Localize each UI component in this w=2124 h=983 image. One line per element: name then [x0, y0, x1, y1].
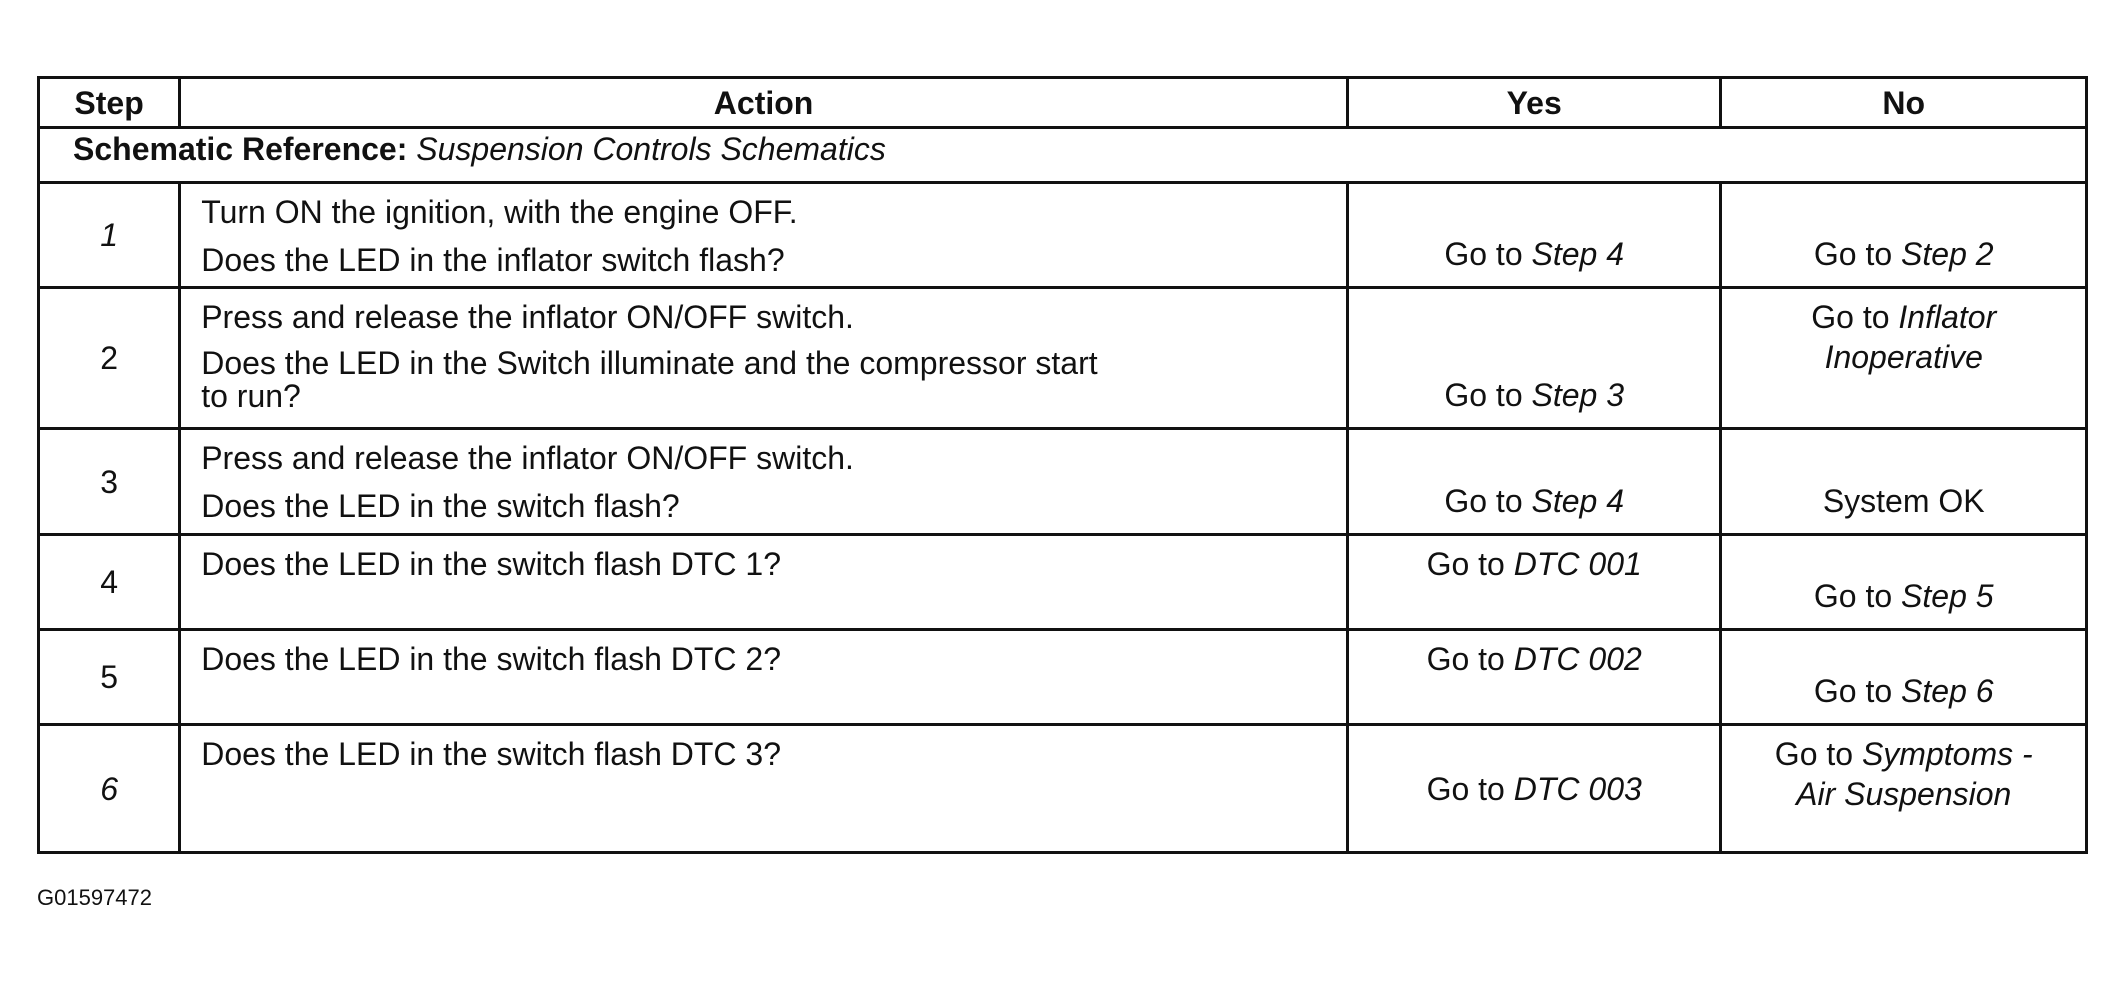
step-number-text: 1 — [100, 217, 118, 253]
schematic-reference-label: Schematic Reference: — [73, 131, 408, 167]
yes-target[interactable]: Step 4 — [1531, 483, 1625, 519]
table-row: 6 Does the LED in the switch flash DTC 3… — [36, 723, 2088, 854]
action-text: Press and release the inflator ON/OFF sw… — [201, 440, 854, 476]
no-cell: Go to Inflator Inoperative — [1719, 286, 2088, 430]
table-row: 2 Press and release the inflator ON/OFF … — [36, 286, 2088, 430]
go-to-label: Go to — [1774, 736, 1854, 772]
go-to-label: Go to — [1426, 641, 1505, 677]
table-row: 3 Press and release the inflator ON/OFF … — [36, 427, 2088, 536]
yes-target[interactable]: DTC 003 — [1513, 770, 1642, 807]
go-to-label: Go to — [1444, 377, 1523, 413]
yes-result[interactable]: Go to Step 4 — [1349, 234, 1720, 274]
step-number-text: 6 — [100, 770, 118, 807]
yes-cell: Go to DTC 003 — [1345, 723, 1723, 854]
step-number: 2 — [36, 286, 182, 430]
no-result[interactable]: Go to Step 6 — [1722, 671, 2085, 711]
action-question: Does the LED in the switch flash DTC 3? — [201, 736, 782, 772]
step-number: 4 — [36, 533, 182, 631]
action-question: Does the LED in the switch flash DTC 2? — [201, 641, 782, 677]
table-row: 4 Does the LED in the switch flash DTC 1… — [36, 533, 2088, 631]
go-to-label: Go to — [1813, 236, 1893, 272]
action-text: Press and release the inflator ON/OFF sw… — [201, 299, 854, 335]
go-to-label: Go to — [1444, 483, 1523, 519]
go-to-label: Go to — [1426, 770, 1505, 807]
action-question: Does the LED in the Switch illuminate an… — [201, 345, 1098, 381]
step-number: 1 — [36, 181, 182, 289]
go-to-label: Go to — [1811, 299, 1890, 335]
no-cell: Go to Step 5 — [1719, 533, 2088, 631]
yes-target[interactable]: DTC 001 — [1513, 546, 1642, 582]
table-row: 5 Does the LED in the switch flash DTC 2… — [36, 628, 2088, 726]
yes-result[interactable]: Go to Step 4 — [1349, 481, 1720, 521]
step-number-text: 4 — [100, 564, 118, 600]
no-result[interactable]: Go to Symptoms - Air Suspension — [1722, 734, 2085, 814]
schematic-reference-link[interactable]: Suspension Controls Schematics — [416, 131, 886, 167]
yes-target[interactable]: DTC 002 — [1513, 641, 1642, 677]
schematic-reference-cell: Schematic Reference: Suspension Controls… — [37, 126, 2088, 184]
yes-result[interactable]: Go to DTC 003 — [1349, 769, 1720, 809]
table-row: 1 Turn ON the ignition, with the engine … — [36, 181, 2088, 289]
no-target-continued[interactable]: Air Suspension — [1796, 776, 2012, 812]
go-to-label: Go to — [1813, 578, 1893, 614]
no-cell: System OK — [1719, 427, 2088, 536]
action-cell: Press and release the inflator ON/OFF sw… — [178, 427, 1349, 536]
yes-cell: Go to DTC 001 — [1345, 533, 1723, 631]
action-question: Does the LED in the inflator switch flas… — [201, 242, 785, 278]
header-action: Action — [178, 76, 1349, 129]
schematic-reference-row: Schematic Reference: Suspension Controls… — [37, 126, 2088, 184]
no-target[interactable]: Symptoms - — [1861, 736, 2033, 772]
action-question-continued: to run? — [201, 378, 301, 414]
no-result[interactable]: Go to Step 2 — [1722, 234, 2085, 274]
no-result-text: System OK — [1822, 483, 1985, 519]
no-result[interactable]: Go to Inflator Inoperative — [1722, 297, 2085, 377]
figure-id: G01597472 — [37, 885, 152, 910]
action-cell: Turn ON the ignition, with the engine OF… — [178, 181, 1349, 289]
step-number: 3 — [36, 427, 182, 536]
yes-result[interactable]: Go to Step 3 — [1349, 375, 1720, 415]
step-number-text: 5 — [100, 659, 118, 695]
action-question: Does the LED in the switch flash? — [201, 488, 680, 524]
no-cell: Go to Symptoms - Air Suspension — [1719, 723, 2088, 854]
yes-target[interactable]: Step 4 — [1531, 236, 1625, 272]
no-target[interactable]: Step 2 — [1901, 236, 1994, 272]
action-question: Does the LED in the switch flash DTC 1? — [201, 546, 782, 582]
go-to-label: Go to — [1444, 236, 1523, 272]
yes-result[interactable]: Go to DTC 002 — [1349, 639, 1720, 679]
go-to-label: Go to — [1426, 546, 1505, 582]
yes-cell: Go to Step 4 — [1345, 181, 1723, 289]
yes-result[interactable]: Go to DTC 001 — [1349, 544, 1720, 584]
no-cell: Go to Step 6 — [1719, 628, 2088, 726]
action-cell: Does the LED in the switch flash DTC 2? — [178, 628, 1349, 726]
header-no: No — [1719, 76, 2088, 129]
no-result[interactable]: Go to Step 5 — [1722, 576, 2085, 616]
yes-target[interactable]: Step 3 — [1531, 377, 1625, 413]
no-target[interactable]: Step 5 — [1901, 578, 1994, 614]
header-step: Step — [36, 76, 182, 129]
no-cell: Go to Step 2 — [1719, 181, 2088, 289]
no-target[interactable]: Step 6 — [1901, 673, 1994, 709]
go-to-label: Go to — [1813, 673, 1893, 709]
no-target[interactable]: Inflator — [1898, 299, 1997, 335]
step-number: 6 — [36, 723, 182, 854]
no-target-continued[interactable]: Inoperative — [1824, 339, 1983, 375]
yes-cell: Go to Step 3 — [1345, 286, 1723, 430]
action-cell: Press and release the inflator ON/OFF sw… — [178, 286, 1349, 430]
diagnostic-table: Step Action Yes No Schematic Reference: … — [36, 76, 2088, 854]
header-yes: Yes — [1345, 76, 1723, 129]
action-text: Turn ON the ignition, with the engine OF… — [201, 194, 798, 230]
yes-cell: Go to Step 4 — [1345, 427, 1723, 536]
action-cell: Does the LED in the switch flash DTC 3? — [178, 723, 1349, 854]
step-number: 5 — [36, 628, 182, 726]
step-number-text: 3 — [100, 463, 118, 500]
step-number-text: 2 — [100, 340, 118, 376]
action-cell: Does the LED in the switch flash DTC 1? — [178, 533, 1349, 631]
yes-cell: Go to DTC 002 — [1345, 628, 1723, 726]
table-header-row: Step Action Yes No — [36, 76, 2088, 129]
